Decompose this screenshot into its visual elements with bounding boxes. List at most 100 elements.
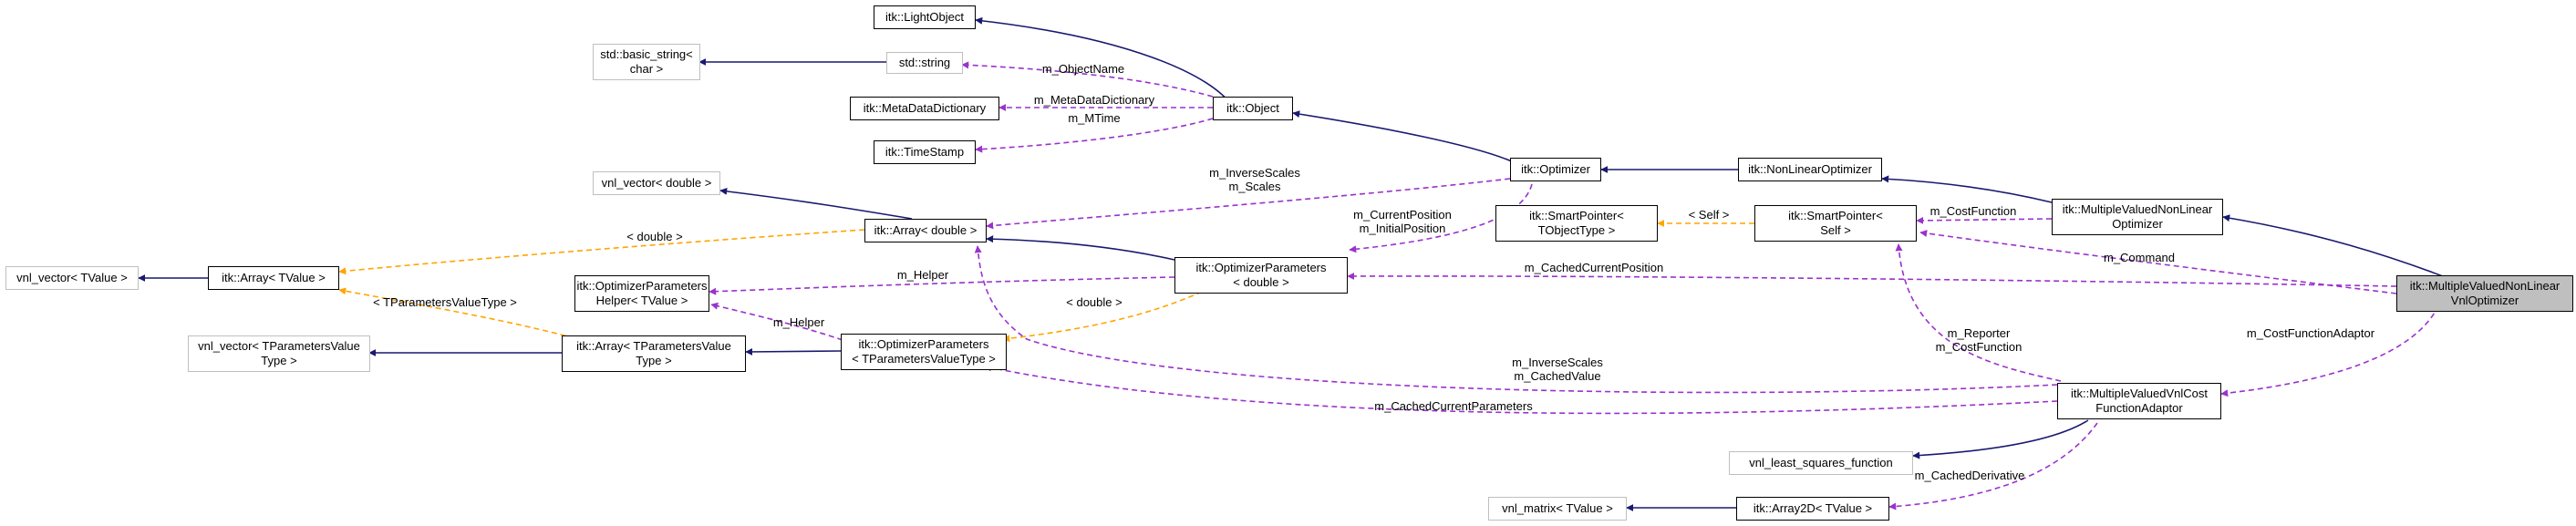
edge-label-line: m_MetaDataDictionary [1034,93,1155,107]
node-vnl-vector-tvalue[interactable]: vnl_vector< TValue > [5,266,139,290]
node-vnl-matrix-tvalue[interactable]: vnl_matrix< TValue > [1488,497,1627,521]
node-label-line: std::string [898,56,951,69]
node-itk-timestamp[interactable]: itk::TimeStamp [874,140,976,164]
node-label-line: itk::LightObject [885,10,964,24]
node-itk-optimizerparameters-tparametersvaluetype[interactable]: itk::OptimizerParameters< TParametersVal… [841,334,1007,370]
node-vnl-least-squares-function[interactable]: vnl_least_squares_function [1729,451,1913,475]
edge-label-metadata: m_MetaDataDictionary [1034,93,1155,107]
edge-label-line: m_InverseScales [1512,356,1603,369]
edge-object-to-lightobject [975,16,1236,110]
edge-label-line: < double > [626,230,682,243]
node-itk-array-tvalue[interactable]: itk::Array< TValue > [208,266,339,290]
edge-label-cached-current-position: m_CachedCurrentPosition [1525,261,1663,274]
edge-label-optparams-double-tpl: < double > [1066,295,1122,309]
node-label-line: FunctionAdaptor [2095,401,2183,415]
node-label-line: itk::OptimizerParameters [576,279,708,293]
node-itk-array2d-tvalue[interactable]: itk::Array2D< TValue > [1736,497,1889,521]
edge-label-line: m_CachedValue [1514,369,1600,383]
node-label-line: itk::Optimizer [1521,162,1590,176]
node-itk-smartpointer-tobjecttype[interactable]: itk::SmartPointer<TObjectType > [1495,205,1658,242]
node-itk-object[interactable]: itk::Object [1213,97,1293,120]
edge-cached-derivative [1888,422,2098,511]
edge-label-line: m_CostFunction [1930,204,2017,218]
edge-focus-to-mvnlo [2222,214,2456,282]
edge-label-line: m_MTime [1068,111,1120,125]
node-label-line: Optimizer [2112,217,2163,231]
edge-array-double-to-vnl-vector [719,187,913,220]
node-std-basic-string[interactable]: std::basic_string<char > [593,44,700,80]
node-label-line: itk::SmartPointer< [1529,209,1624,222]
node-label-line: itk::TimeStamp [885,145,965,159]
node-vnl-vector-double[interactable]: vnl_vector< double > [593,171,720,195]
node-label-line: char > [629,62,664,76]
edge-cached-current-position [1347,272,2397,287]
node-label-line: std::basic_string< [600,47,693,61]
node-label-line: itk::Object [1226,101,1279,115]
edge-label-self: < Self > [1689,208,1730,222]
node-label-line: itk::NonLinearOptimizer [1748,162,1872,176]
edge-label-cost-function: m_CostFunction [1930,204,2017,218]
node-label-line: Helper< TValue > [595,294,688,307]
node-label-line: Type > [261,354,297,367]
edge-command [1919,230,2397,294]
node-label-line: itk::Array< double > [874,223,978,237]
edge-array-double-to-array-tvalue [338,229,865,275]
node-label-line: Self > [1820,223,1851,237]
node-label-line: vnl_vector< double > [601,176,712,190]
edge-label-line: m_Helper [773,315,825,329]
edge-reporter [1895,243,2062,382]
node-itk-lightobject[interactable]: itk::LightObject [874,5,976,29]
edge-label-helper-tparams: m_Helper [773,315,825,329]
edge-label-line: m_Scales [1228,180,1281,193]
node-label-line: TObjectType > [1537,223,1616,237]
edge-label-tparams-tpl: < TParametersValueType > [373,295,517,309]
node-itk-metadatadictionary[interactable]: itk::MetaDataDictionary [850,97,999,120]
edge-label-line: m_CachedCurrentPosition [1525,261,1663,274]
node-label-line: vnl_vector< TValue > [16,271,128,284]
edge-label-line: < TParametersValueType > [373,295,517,309]
node-label-line: itk::MultipleValuedNonLinear [2062,202,2213,216]
edge-label-cost-function-adaptor: m_CostFunctionAdaptor [2247,326,2375,340]
node-itk-optimizerparameters-double[interactable]: itk::OptimizerParameters< double > [1174,257,1348,294]
edge-helper-tparams [710,302,843,341]
edge-label-line: m_Command [2104,251,2175,264]
edge-label-line: m_CostFunctionAdaptor [2247,326,2375,340]
edge-label-cached-current-parameters: m_CachedCurrentParameters [1374,399,1533,413]
node-itk-optimizer[interactable]: itk::Optimizer [1510,158,1601,181]
node-label-line: itk::Array< TValue > [222,271,326,284]
edge-inverse-scales-optimizer [986,178,1511,230]
node-label-line: itk::Array< TParametersValue [576,339,731,353]
node-itk-nonlinearoptimizer[interactable]: itk::NonLinearOptimizer [1738,158,1882,181]
edge-optparams-double-to-array-double [986,235,1175,261]
edge-label-line: < Self > [1689,208,1730,222]
node-itk-array-double[interactable]: itk::Array< double > [864,219,987,242]
edge-costadaptor-to-vnl-lsf [1912,419,2089,459]
node-label-line: itk::OptimizerParameters [858,337,989,351]
node-label-line: < double > [1233,275,1289,289]
edge-optparams-tparams-to-array-tparams [745,347,842,356]
node-label-line: < TParametersValueType > [852,352,996,366]
edge-mtime [975,118,1214,153]
node-label-line: vnl_least_squares_function [1749,456,1893,469]
node-std-string[interactable]: std::string [886,52,963,74]
node-itk-smartpointer-self[interactable]: itk::SmartPointer<Self > [1754,205,1917,242]
node-label-line: itk::OptimizerParameters [1195,261,1327,274]
edge-label-line: m_CachedCurrentParameters [1374,399,1533,413]
edge-label-array-double-tpl: < double > [626,230,682,243]
edge-optparams-double-to-optparams-tparams [1002,291,1203,343]
edge-label-line: m_InverseScales [1209,166,1300,180]
node-label-line: itk::Array2D< TValue > [1753,501,1873,515]
node-label-line: Type > [636,354,672,367]
edge-label-object-name: m_ObjectName [1042,62,1124,76]
node-label-line: itk::SmartPointer< [1788,209,1883,222]
